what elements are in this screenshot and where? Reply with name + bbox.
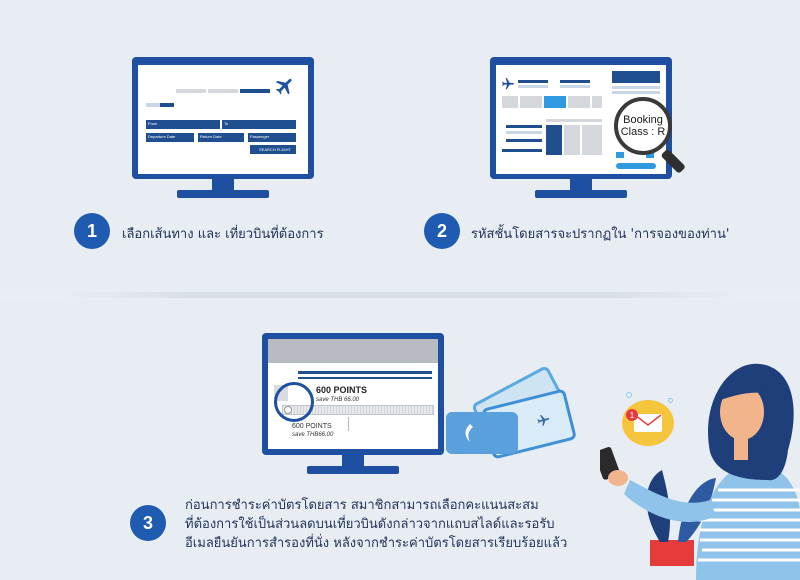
trip-type-return[interactable]	[160, 103, 174, 107]
return-date-field[interactable]: Return Date	[198, 133, 244, 142]
airplane-icon	[537, 414, 550, 427]
step-3-line-2: ที่ต้องการใช้เป็นส่วนลดบนเที่ยวบินดังกล่…	[185, 517, 555, 532]
magnifier-icon: Booking Class : R	[614, 97, 672, 155]
step-2-badge: 2	[424, 213, 460, 249]
step-3-line-3: อีเมลยืนยันการสำรองที่นั่ง หลังจากชำระค่…	[185, 536, 568, 551]
step-3-badge: 3	[130, 505, 166, 541]
tab-active[interactable]	[240, 89, 270, 93]
highlight-circle	[274, 382, 314, 422]
trip-type-oneway[interactable]	[146, 103, 160, 107]
points-title-2: 600 POINTS	[292, 423, 332, 430]
envelope-icon	[634, 414, 662, 432]
booking-class-label: Class : R	[620, 126, 666, 138]
search-flight-button[interactable]: SEARCH FLIGHT	[250, 145, 296, 154]
top-panel	[0, 0, 800, 290]
section-divider	[60, 292, 740, 298]
notification-count-badge: 1	[626, 409, 638, 421]
airline-logo-icon	[465, 424, 473, 442]
sparkle-icon	[626, 392, 632, 398]
airplane-icon	[502, 78, 514, 90]
departure-date-field[interactable]: Departure Date	[146, 133, 194, 142]
points-saving-2: save THB66.00	[292, 432, 334, 438]
step-3-line-1: ก่อนการชำระค่าบัตรโดยสาร สมาชิกสามารถเลื…	[185, 498, 539, 513]
points-saving: save THB 66.00	[316, 397, 360, 403]
fare-class-selected[interactable]	[546, 125, 562, 155]
booking-label: Booking	[623, 114, 663, 126]
points-title: 600 POINTS	[316, 385, 368, 395]
step-1-badge: 1	[74, 213, 110, 249]
sparkle-icon	[668, 398, 673, 403]
monitor-screen: From To Departure Date Return Date Passe…	[138, 65, 308, 174]
to-field[interactable]: To	[222, 120, 296, 129]
step-3-text: ก่อนการชำระค่าบัตรโดยสาร สมาชิกสามารถเลื…	[185, 496, 605, 553]
selected-date[interactable]	[544, 96, 566, 108]
from-field[interactable]: From	[146, 120, 220, 129]
continue-button[interactable]	[616, 163, 656, 169]
step-1-text: เลือกเส้นทาง และ เที่ยวบินที่ต้องการ	[122, 227, 324, 242]
step-2-text: รหัสชั้นโดยสารจะปรากฏใน 'การจองของท่าน'	[471, 227, 730, 242]
passenger-field[interactable]: Passenger	[248, 133, 296, 142]
airplane-icon	[275, 78, 292, 95]
